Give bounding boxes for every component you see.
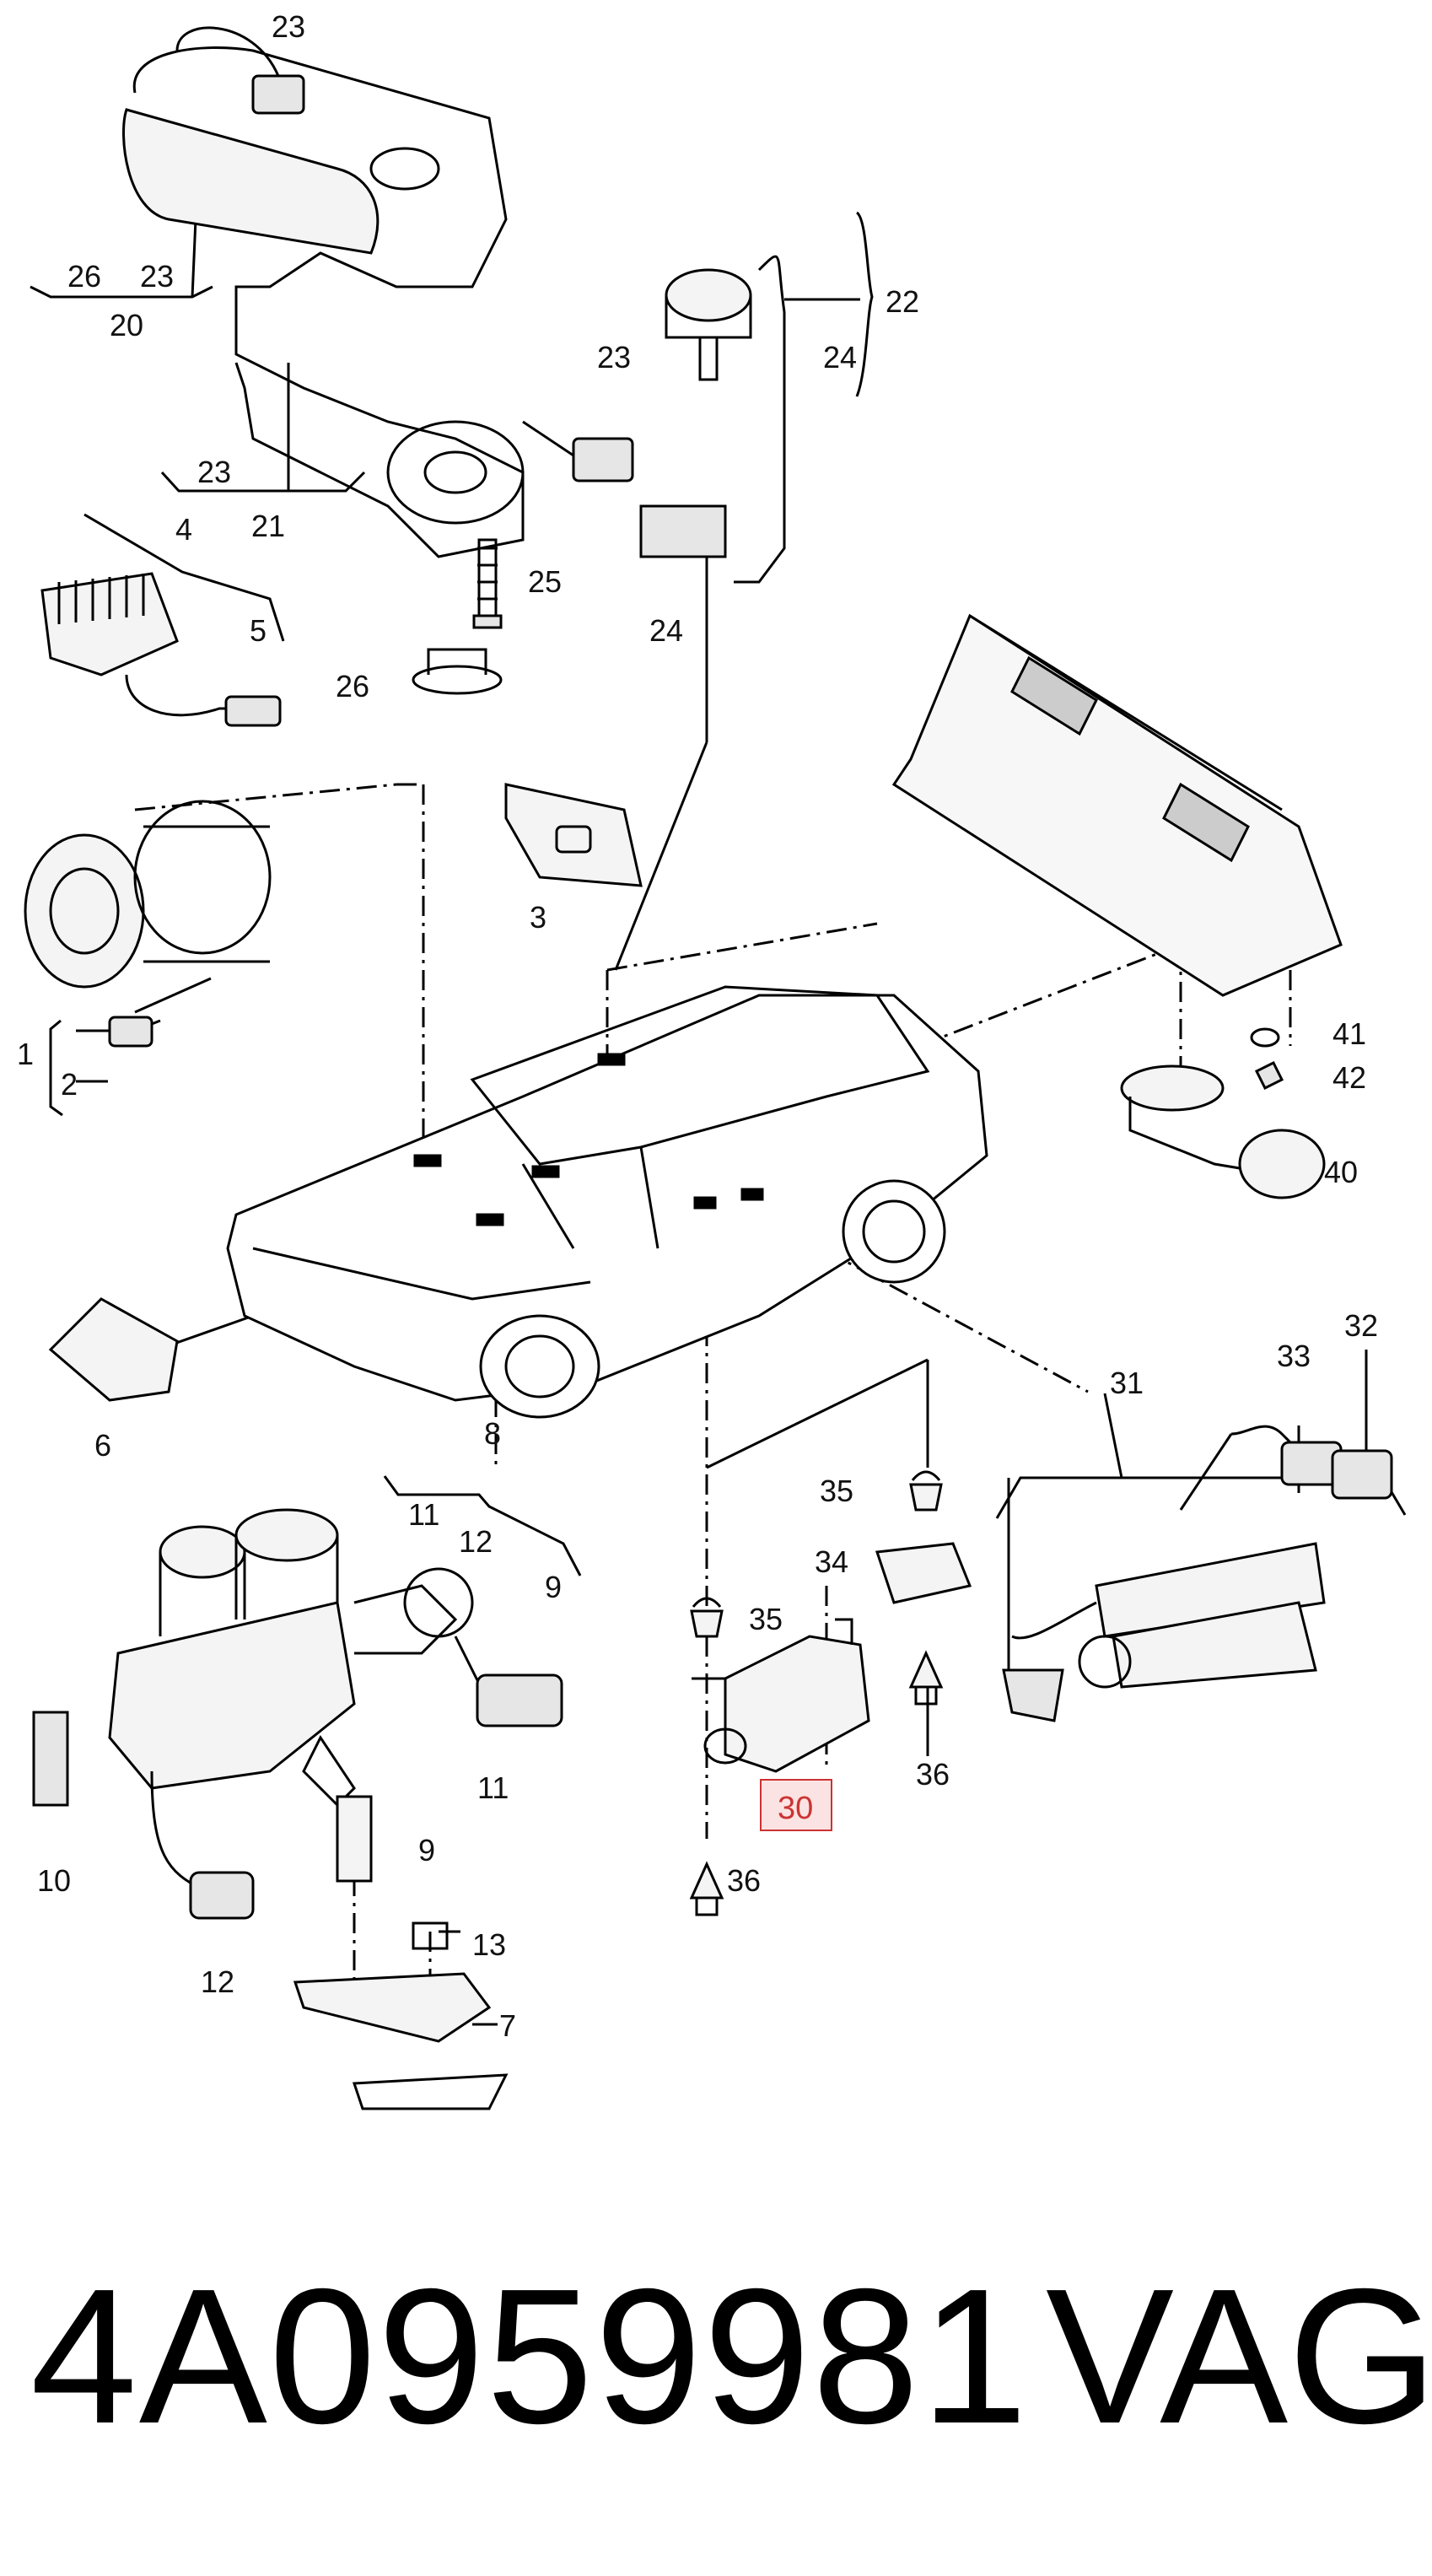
callout-24: 24 (823, 340, 857, 375)
callout-9: 9 (418, 1833, 435, 1867)
callout-9: 9 (545, 1570, 562, 1604)
callout-40: 40 (1324, 1155, 1358, 1189)
callout-26: 26 (67, 259, 101, 294)
blower-fan (24, 800, 272, 1048)
callout-31: 31 (1110, 1366, 1144, 1400)
callout-30: 30 (778, 1791, 813, 1826)
callout-41: 41 (1332, 1016, 1366, 1051)
callout-21: 21 (251, 509, 285, 543)
callout-35: 35 (749, 1602, 783, 1636)
callout-11: 11 (408, 1497, 439, 1532)
part-30-control-unit (692, 1618, 870, 1773)
switch-unit (504, 783, 643, 887)
callout-1: 1 (17, 1037, 34, 1071)
callout-8: 8 (484, 1416, 501, 1451)
washer-motor (1120, 1027, 1326, 1199)
callout-13: 13 (472, 1927, 506, 1962)
callout-42: 42 (1332, 1060, 1366, 1095)
rear-parcel-shelf (891, 613, 1343, 997)
callout-7: 7 (499, 2008, 516, 2043)
callout-25: 25 (528, 564, 562, 599)
door-lock-actuator (1002, 1425, 1393, 1722)
mirror-unit (48, 1297, 179, 1402)
callout-22: 22 (886, 284, 919, 319)
actuator-motor-assembly (122, 26, 634, 558)
callout-23: 23 (272, 9, 305, 44)
callout-34: 34 (815, 1544, 848, 1579)
callout-6: 6 (94, 1428, 111, 1463)
callout-11: 11 (477, 1770, 509, 1805)
callout-23: 23 (197, 455, 231, 489)
resistor-block (40, 572, 282, 727)
callout-4: 4 (175, 512, 192, 547)
part-number-label: 4A0959981 (30, 2250, 1030, 2464)
part-30-highlight-box (760, 1779, 832, 1831)
car-body (226, 985, 988, 1419)
sensor-with-cable (639, 255, 786, 584)
bolt-and-clip (412, 538, 503, 695)
callout-23: 23 (140, 259, 174, 294)
brand-label: VAG (1046, 2250, 1432, 2464)
callout-10: 10 (37, 1863, 71, 1898)
exploded-parts-diagram: 23 26 23 20 22 24 23 23 21 4 25 24 5 26 … (17, 9, 1407, 2110)
callout-3: 3 (530, 900, 546, 935)
callout-12: 12 (201, 1964, 234, 1999)
callout-20: 20 (110, 308, 143, 342)
callout-12: 12 (459, 1524, 493, 1559)
callout-labels: 23 26 23 20 22 24 23 23 21 4 25 24 5 26 … (17, 9, 1378, 2043)
callout-5: 5 (250, 613, 266, 648)
callout-26: 26 (336, 669, 369, 703)
callout-2: 2 (61, 1067, 78, 1102)
screws-and-clips (689, 1470, 972, 1916)
callout-35: 35 (820, 1474, 853, 1508)
callout-23: 23 (597, 340, 631, 375)
callout-36: 36 (727, 1863, 761, 1898)
callout-24: 24 (649, 613, 683, 648)
callout-36: 36 (916, 1757, 950, 1792)
callout-32: 32 (1344, 1308, 1378, 1343)
callout-33: 33 (1277, 1339, 1311, 1373)
heater-valve-block (32, 1508, 563, 2110)
